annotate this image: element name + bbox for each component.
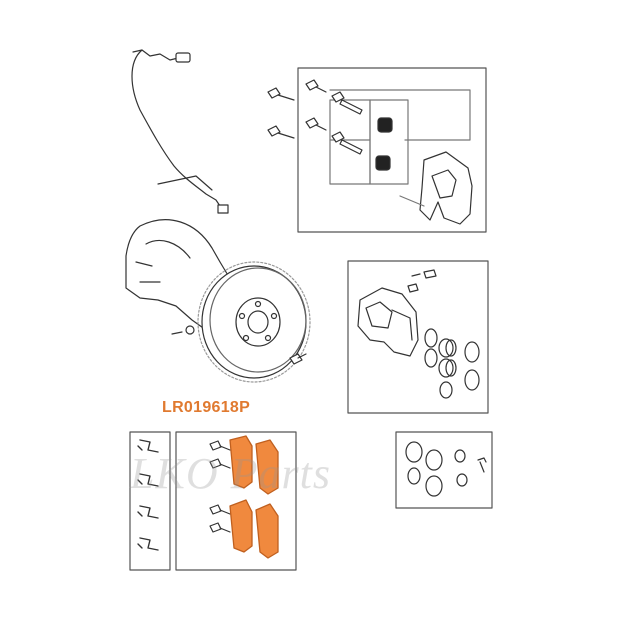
brake-pad-group — [175, 431, 297, 571]
seal-ring-icon — [424, 328, 438, 348]
brake-pad-3 — [229, 499, 253, 553]
part-number-label: LR019618P — [162, 399, 251, 416]
seal-ring-icon — [464, 341, 480, 363]
bleed-nipple-icon — [477, 457, 487, 473]
bleed-nipple-icon — [407, 269, 437, 293]
bushing-icon — [375, 117, 393, 171]
seal-ring-icon — [464, 369, 480, 391]
abs-sensor-cable-icon — [131, 49, 229, 214]
piston-icon — [438, 358, 454, 378]
frame-clips — [129, 431, 171, 571]
brake-pad-1 — [229, 435, 253, 489]
guide-pin-icon — [331, 91, 363, 155]
pad-clip-group — [129, 431, 171, 571]
piston-seal-set — [424, 328, 480, 399]
frame-caliper — [347, 260, 489, 414]
seal-ring-icon — [405, 441, 423, 463]
piston-icon — [454, 449, 466, 463]
pad-clip-icon — [137, 439, 159, 551]
seal-ring-icon — [424, 348, 438, 368]
piston-icon — [438, 338, 454, 358]
caliper-bolt-icon — [267, 79, 327, 139]
brake-pad-4 — [255, 503, 279, 559]
brake-pad-icon — [229, 435, 279, 559]
pad-bolt-icon — [209, 440, 231, 533]
brake-disc-icon — [197, 261, 311, 383]
frame-seal-kit — [395, 431, 493, 509]
caliper-carrier-bracket-icon — [399, 151, 473, 225]
caliper-icon — [357, 287, 419, 357]
frame-bracket — [297, 67, 487, 233]
seal-ring-icon — [439, 381, 453, 399]
seal-ring-icon — [425, 449, 443, 471]
frame-pads — [175, 431, 297, 571]
seal-kit-group — [395, 431, 493, 509]
caliper-bracket-group — [267, 67, 487, 233]
brake-pad-2 — [255, 439, 279, 495]
caliper-group — [347, 260, 489, 414]
seal-ring-icon — [407, 467, 421, 485]
piston-icon — [456, 473, 468, 487]
seal-ring-icon — [425, 475, 443, 497]
